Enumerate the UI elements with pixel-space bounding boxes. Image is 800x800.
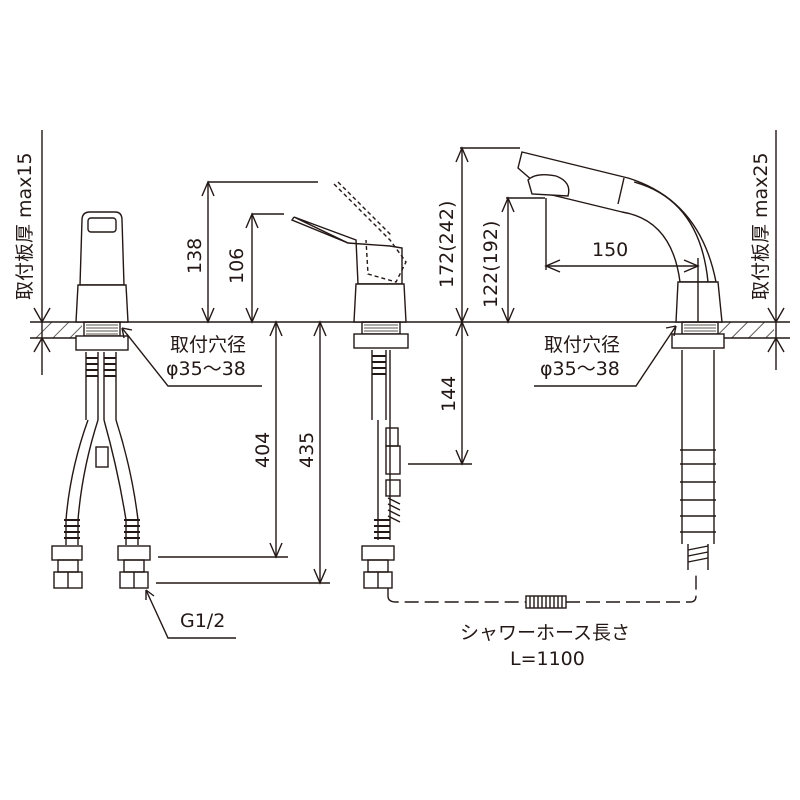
dim-435: 435 (296, 431, 318, 468)
thread-size-label: G1/2 (180, 610, 226, 632)
middle-faucet-side-view (290, 181, 409, 596)
dim-172: 172(242) (436, 200, 458, 288)
dim-144: 144 (438, 375, 460, 412)
left-faucet-front-view (51, 211, 151, 589)
mount-hole-right-title: 取付穴径 (544, 334, 621, 356)
right-faucet-pullout (517, 151, 725, 570)
dim-150: 150 (592, 239, 629, 261)
dim-106: 106 (226, 247, 248, 284)
shower-hose-title: シャワーホース長さ (460, 622, 631, 644)
shower-hose-length: L=1100 (510, 648, 585, 670)
countertop-hatch-left (36, 322, 82, 338)
left-plate-thickness-label: 取付板厚 max15 (14, 152, 36, 300)
mount-hole-right-value: φ35〜38 (540, 358, 620, 380)
mount-hole-left-title: 取付穴径 (170, 334, 247, 356)
right-plate-thickness-label: 取付板厚 max25 (750, 152, 772, 300)
dim-122: 122(192) (480, 220, 502, 308)
dim-404: 404 (252, 431, 274, 468)
countertop-hatch-right (718, 322, 774, 338)
mount-hole-left-value: φ35〜38 (166, 358, 246, 380)
dim-138: 138 (184, 237, 206, 274)
